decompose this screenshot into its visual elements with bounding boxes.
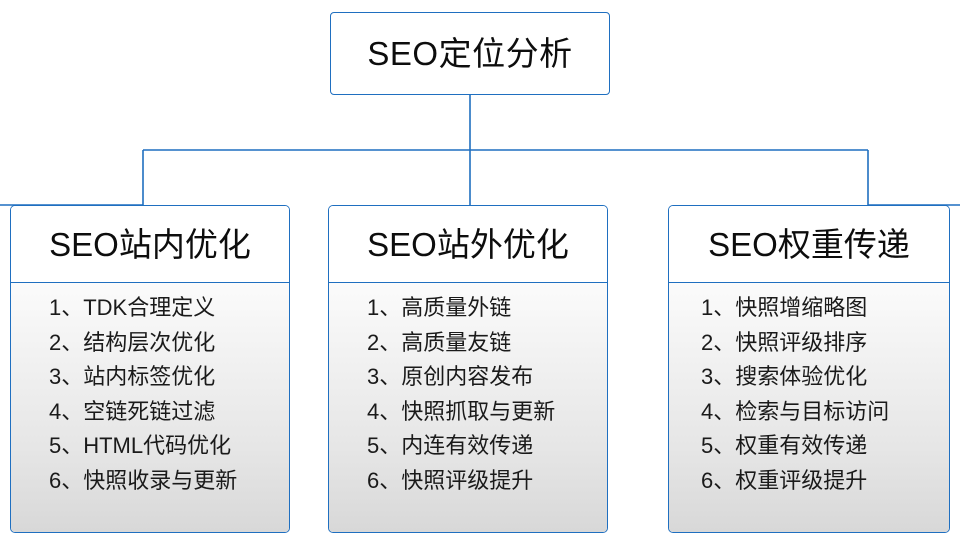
- list-item: 2、快照评级排序: [701, 329, 868, 355]
- list-item: 1、TDK合理定义: [49, 295, 216, 320]
- branch-header-label: SEO权重传递: [708, 225, 910, 263]
- list-item: 5、权重有效传递: [701, 433, 868, 458]
- list-item: 4、检索与目标访问: [701, 398, 890, 424]
- list-item: 5、内连有效传递: [367, 433, 534, 458]
- branch-header-seo-weight-transfer: SEO权重传递: [669, 206, 949, 283]
- list-item: 6、快照收录与更新: [49, 467, 238, 493]
- list-item: 6、权重评级提升: [701, 467, 868, 493]
- list-item: 4、快照抓取与更新: [367, 398, 556, 424]
- branch-node-seo-weight-transfer[interactable]: SEO权重传递 1、快照增缩略图 2、快照评级排序 3、搜索体验优化 4、检索与…: [668, 205, 950, 533]
- list-item: 4、空链死链过滤: [49, 398, 216, 424]
- list-item: 1、快照增缩略图: [701, 295, 868, 320]
- branch-header-label: SEO站内优化: [49, 225, 251, 263]
- branch-node-seo-onsite[interactable]: SEO站内优化 1、TDK合理定义 2、结构层次优化 3、站内标签优化 4、空链…: [10, 205, 290, 533]
- list-item: 3、原创内容发布: [367, 364, 534, 389]
- branch-item-list-seo-weight-transfer: 1、快照增缩略图 2、快照评级排序 3、搜索体验优化 4、检索与目标访问 5、权…: [669, 283, 949, 532]
- branch-item-list-seo-offsite: 1、高质量外链 2、高质量友链 3、原创内容发布 4、快照抓取与更新 5、内连有…: [329, 283, 607, 532]
- branch-item-list-seo-onsite: 1、TDK合理定义 2、结构层次优化 3、站内标签优化 4、空链死链过滤 5、H…: [11, 283, 289, 532]
- root-node[interactable]: SEO定位分析: [330, 12, 610, 95]
- list-item: 6、快照评级提升: [367, 467, 534, 493]
- branch-header-seo-onsite: SEO站内优化: [11, 206, 289, 283]
- list-item: 2、结构层次优化: [49, 329, 216, 355]
- root-node-title: SEO定位分析: [367, 35, 573, 72]
- list-item: 3、搜索体验优化: [701, 364, 868, 389]
- list-item: 1、高质量外链: [367, 295, 512, 320]
- list-item: 3、站内标签优化: [49, 364, 216, 389]
- branch-node-seo-offsite[interactable]: SEO站外优化 1、高质量外链 2、高质量友链 3、原创内容发布 4、快照抓取与…: [328, 205, 608, 533]
- list-item: 5、HTML代码优化: [49, 433, 232, 458]
- branch-header-seo-offsite: SEO站外优化: [329, 206, 607, 283]
- list-item: 2、高质量友链: [367, 329, 512, 355]
- branch-header-label: SEO站外优化: [367, 225, 569, 263]
